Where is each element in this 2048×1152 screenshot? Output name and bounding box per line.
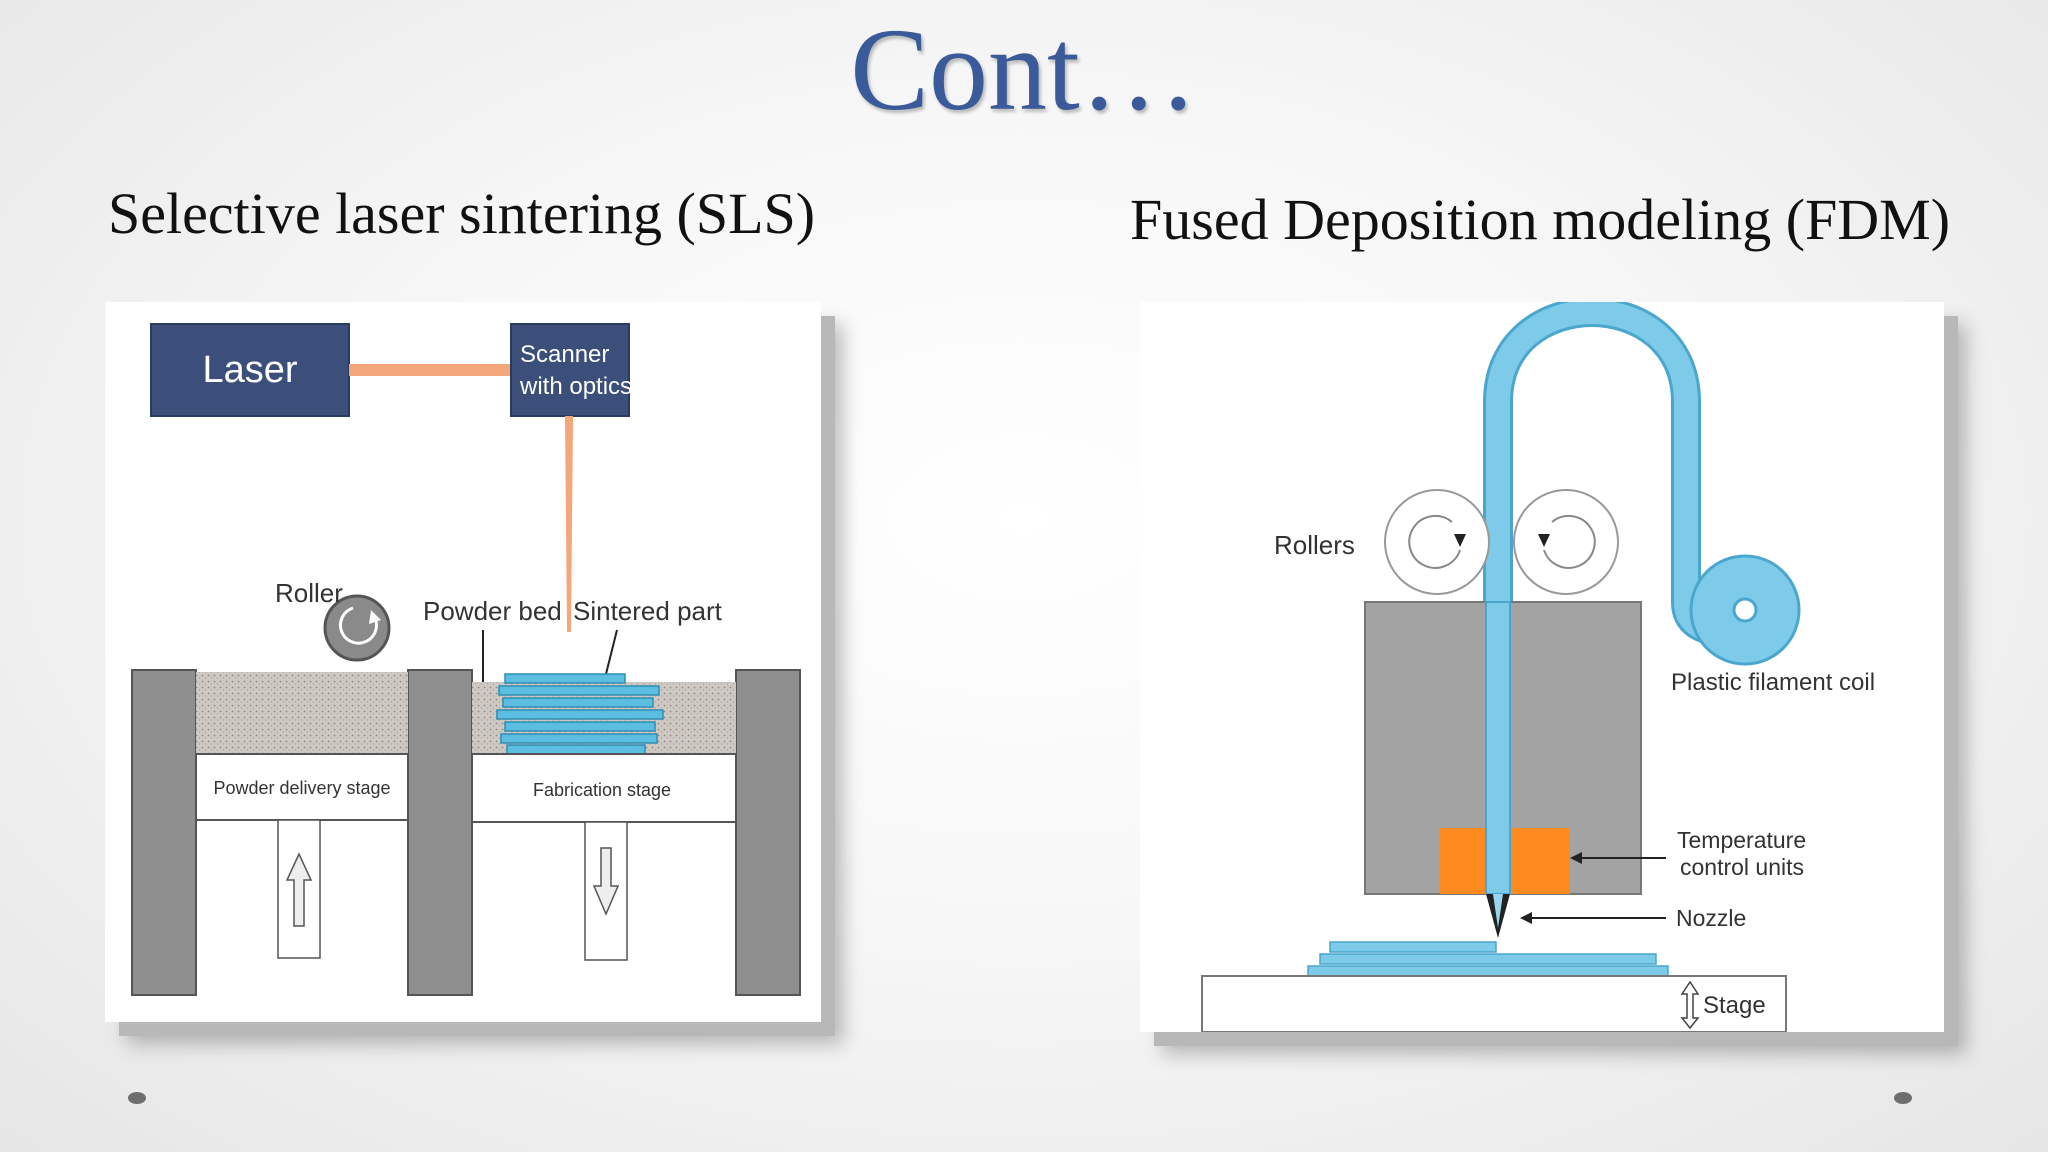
sls-diagram-panel: Laser Scanner with optics Roller Powder …: [105, 302, 821, 1022]
rollers-label: Rollers: [1274, 530, 1355, 560]
slide-title: Cont…: [850, 4, 1198, 135]
laser-label: Laser: [202, 349, 297, 391]
temperature-label-line2: control units: [1680, 854, 1804, 880]
laser-box: [150, 323, 350, 417]
left-wall: [131, 669, 197, 996]
fdm-heading: Fused Deposition modeling (FDM): [1130, 187, 1951, 252]
roller-arrow-icon: [369, 610, 381, 624]
powder-supply: [196, 672, 408, 754]
printed-part: [1307, 941, 1669, 977]
roller-label: Roller: [275, 578, 343, 608]
fabrication-label: Fabrication stage: [533, 780, 671, 800]
right-wall: [735, 669, 801, 996]
coil-hub-icon: [1732, 597, 1758, 623]
fabrication-stage: [471, 753, 737, 823]
fdm-diagram-panel: Plastic filament coil Rollers Temperatur…: [1140, 302, 1944, 1032]
laser-beam-vertical: [565, 416, 573, 632]
nozzle-pointer-head: [1520, 912, 1532, 924]
sintered-part-label: Sintered part: [573, 596, 723, 626]
down-arrow-icon: [592, 847, 620, 916]
sls-heading: Selective laser sintering (SLS): [108, 181, 816, 246]
slide-dot-right: [1894, 1092, 1912, 1104]
roller-rotation-icon: [339, 606, 378, 645]
middle-wall: [407, 669, 473, 996]
laser-beam-horizontal: [349, 364, 517, 376]
left-roller-icon: [1384, 489, 1490, 595]
scanner-box: [510, 323, 630, 417]
nozzle-label: Nozzle: [1676, 905, 1746, 931]
scanner-label-line1: Scanner: [520, 341, 609, 368]
slide-dot-left: [128, 1092, 146, 1104]
powder-delivery-stage: [195, 753, 409, 821]
powder-bed-label: Powder bed: [423, 596, 562, 626]
sintered-part: [496, 673, 664, 755]
coil-label: Plastic filament coil: [1671, 669, 1875, 696]
powder-delivery-label: Powder delivery stage: [213, 778, 390, 798]
right-roller-icon: [1513, 489, 1619, 595]
temperature-label-line1: Temperature: [1677, 827, 1806, 853]
up-arrow-icon: [285, 852, 313, 927]
stage-label: Stage: [1703, 992, 1766, 1019]
build-stage: [1201, 975, 1787, 1032]
temperature-pointer-head: [1570, 852, 1582, 864]
fdm-diagram: Plastic filament coil Rollers Temperatur…: [1201, 302, 1875, 1032]
sls-diagram: Laser Scanner with optics Roller Powder …: [131, 323, 801, 996]
nozzle-tip-icon: [1493, 894, 1503, 928]
scanner-label-line2: with optics: [519, 373, 632, 400]
filament-in-block: [1485, 601, 1511, 895]
stage-updown-arrow-icon: [1680, 980, 1700, 1030]
